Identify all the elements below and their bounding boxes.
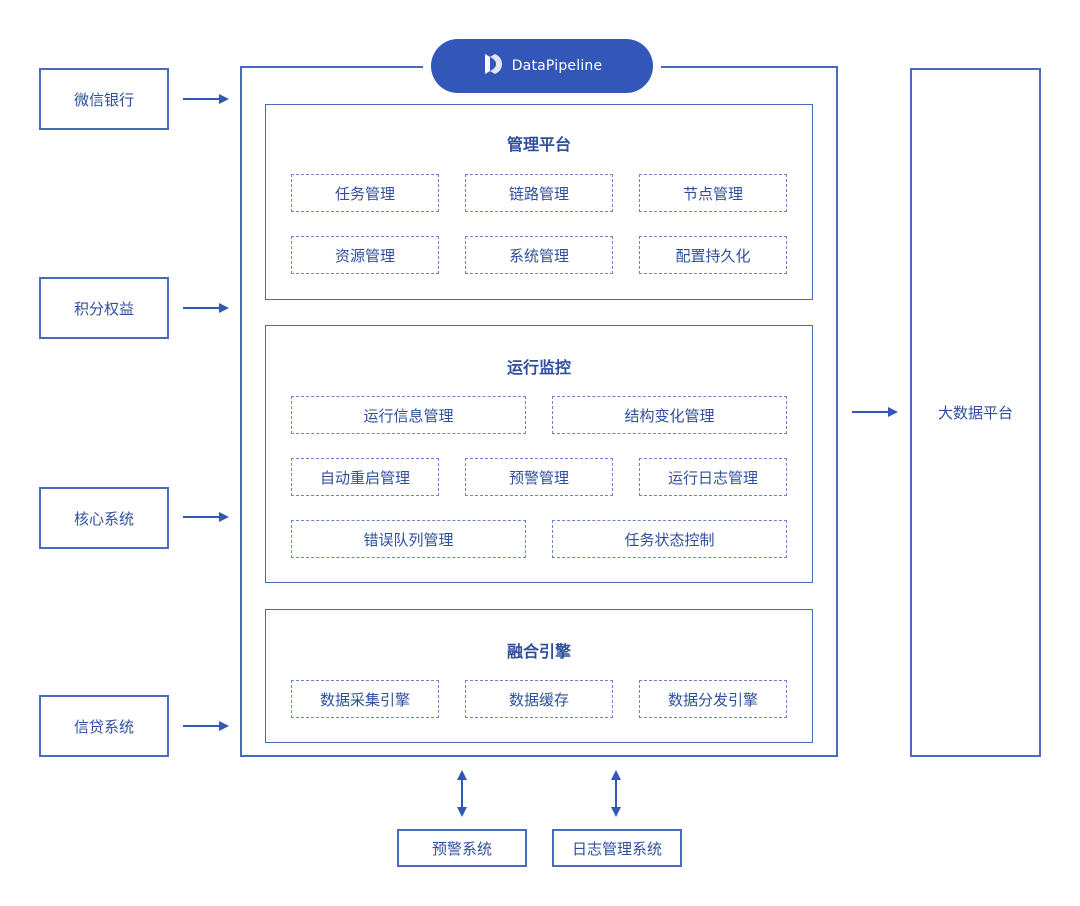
- source-points-rights: 积分权益: [39, 277, 169, 339]
- module-resource-management: 资源管理: [291, 236, 439, 274]
- panel-engine-title: 融合引擎: [506, 642, 571, 661]
- module-node-management: 节点管理: [639, 174, 787, 212]
- module-runtime-info: 运行信息管理: [291, 396, 526, 434]
- module-error-queue: 错误队列管理: [291, 520, 526, 558]
- target-big-data-platform: 大数据平台: [910, 68, 1041, 757]
- module-runtime-log: 运行日志管理: [639, 458, 787, 496]
- module-task-state-control: 任务状态控制: [552, 520, 787, 558]
- source-wechat-bank: 微信银行: [39, 68, 169, 130]
- panel-monitoring-title: 运行监控: [506, 358, 571, 377]
- module-alert-management: 预警管理: [465, 458, 613, 496]
- module-task-management: 任务管理: [291, 174, 439, 212]
- panel-engine: 融合引擎: [265, 609, 813, 743]
- module-data-cache: 数据缓存: [465, 680, 613, 718]
- module-config-persistence: 配置持久化: [639, 236, 787, 274]
- module-system-management: 系统管理: [465, 236, 613, 274]
- source-credit-system: 信贷系统: [39, 695, 169, 757]
- module-link-management: 链路管理: [465, 174, 613, 212]
- datapipeline-logo: DataPipeline: [431, 39, 653, 93]
- module-auto-restart: 自动重启管理: [291, 458, 439, 496]
- bottom-alert-system: 预警系统: [397, 829, 527, 867]
- bottom-log-system: 日志管理系统: [552, 829, 682, 867]
- source-core-system: 核心系统: [39, 487, 169, 549]
- module-schema-change: 结构变化管理: [552, 396, 787, 434]
- module-data-distribution-engine: 数据分发引擎: [639, 680, 787, 718]
- datapipeline-logo-icon: [482, 51, 504, 81]
- panel-management-title: 管理平台: [506, 135, 571, 154]
- datapipeline-logo-text: DataPipeline: [511, 58, 603, 74]
- module-data-collection-engine: 数据采集引擎: [291, 680, 439, 718]
